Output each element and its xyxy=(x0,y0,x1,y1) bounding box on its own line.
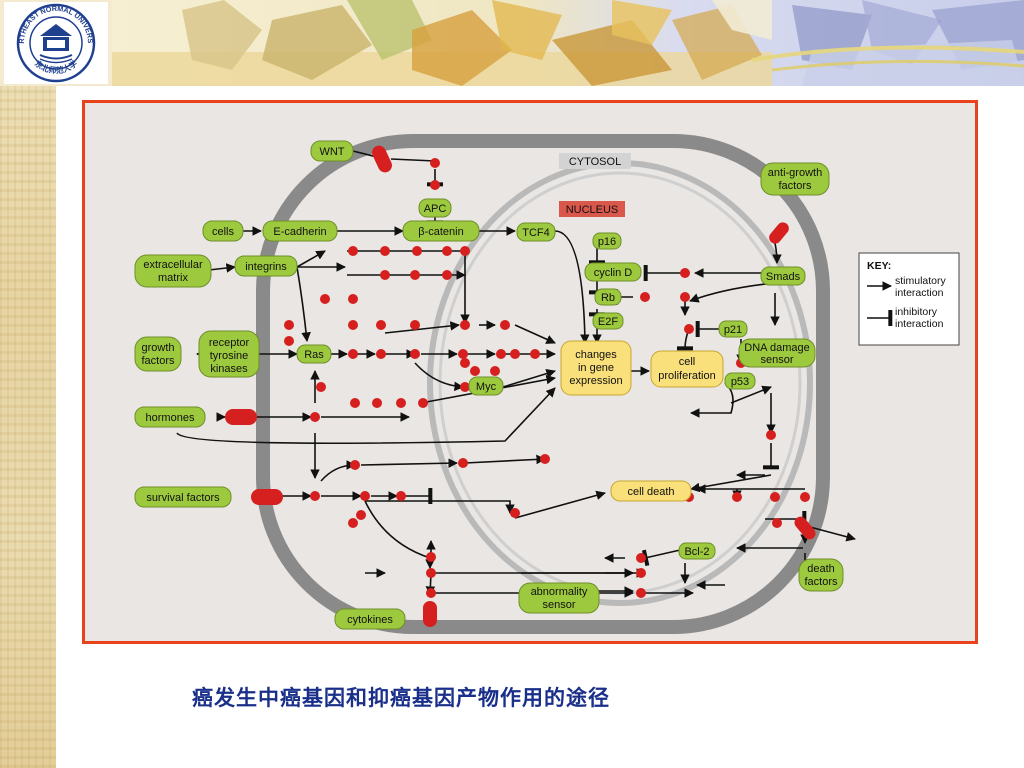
svg-text:abnormality: abnormality xyxy=(531,586,588,598)
svg-text:proliferation: proliferation xyxy=(658,370,715,382)
node-changes-in-gene-expression: changes in gene expression xyxy=(560,340,632,396)
key-legend: KEY: stimulatory interaction inhibitory … xyxy=(858,252,960,346)
node-growth-factors: growth factors xyxy=(134,336,182,372)
svg-text:expression: expression xyxy=(569,375,622,387)
key-title: KEY: xyxy=(867,260,891,272)
svg-text:TCF4: TCF4 xyxy=(522,227,550,239)
node-beta-catenin: β-catenin xyxy=(402,220,480,242)
nucleus-label: NUCLEUS xyxy=(566,204,619,216)
node-tcf4: TCF4 xyxy=(516,222,556,242)
pathway-edges xyxy=(176,150,856,612)
node-anti-growth-factors: anti-growth factors xyxy=(760,162,830,196)
svg-text:factors: factors xyxy=(778,180,812,192)
cytosol-label: CYTOSOL xyxy=(569,156,621,168)
svg-text:cell: cell xyxy=(679,356,696,368)
node-p16: p16 xyxy=(592,232,622,250)
cell-membrane xyxy=(256,134,830,634)
svg-text:death: death xyxy=(807,563,835,575)
svg-text:sensor: sensor xyxy=(542,599,575,611)
svg-text:DNA damage: DNA damage xyxy=(744,342,809,354)
svg-text:kinases: kinases xyxy=(210,363,248,375)
node-rb: Rb xyxy=(594,288,622,306)
svg-text:integrins: integrins xyxy=(245,261,287,273)
svg-text:p21: p21 xyxy=(724,324,742,336)
key-inhibitory-line2: interaction xyxy=(895,318,944,330)
slide-caption: 癌发生中癌基因和抑癌基因产物作用的途径 xyxy=(192,685,610,710)
svg-text:p16: p16 xyxy=(598,236,616,248)
svg-text:matrix: matrix xyxy=(158,272,188,284)
node-bcl2: Bcl-2 xyxy=(678,542,716,560)
svg-text:receptor: receptor xyxy=(209,337,250,349)
svg-text:东北师范大学: 东北师范大学 xyxy=(33,58,79,75)
node-p21: p21 xyxy=(718,320,748,338)
svg-text:hormones: hormones xyxy=(146,412,195,424)
key-stimulatory-line2: interaction xyxy=(895,287,944,299)
node-cytokines: cytokines xyxy=(334,608,406,630)
membrane-receptors xyxy=(225,145,816,627)
parchment-strip xyxy=(0,0,56,768)
svg-text:E2F: E2F xyxy=(598,316,618,328)
seal-emblem-icon xyxy=(39,24,73,64)
svg-text:in gene: in gene xyxy=(578,362,614,374)
node-receptor-tyrosine-kinases: receptor tyrosine kinases xyxy=(198,330,260,378)
node-cell-death: cell death xyxy=(610,480,692,502)
node-cells: cells xyxy=(202,220,244,242)
svg-text:Myc: Myc xyxy=(476,381,497,393)
node-e-cadherin: E-cadherin xyxy=(262,220,338,242)
node-p53: p53 xyxy=(724,372,756,390)
svg-text:extracellular: extracellular xyxy=(143,259,203,271)
svg-text:Smads: Smads xyxy=(766,271,801,283)
node-wnt: WNT xyxy=(310,140,354,162)
key-inhibitory-line1: inhibitory xyxy=(895,306,938,318)
svg-text:changes: changes xyxy=(575,349,617,361)
node-cyclin-d: cyclin D xyxy=(584,262,642,282)
svg-text:factors: factors xyxy=(804,576,838,588)
interaction-dots xyxy=(284,158,810,598)
node-e2f: E2F xyxy=(592,312,624,330)
node-hormones: hormones xyxy=(134,406,206,428)
node-integrins: integrins xyxy=(234,255,298,277)
node-dna-damage-sensor: DNA damage sensor xyxy=(738,338,816,368)
svg-text:Ras: Ras xyxy=(304,349,324,361)
svg-text:APC: APC xyxy=(424,203,447,215)
svg-text:cells: cells xyxy=(212,226,235,238)
svg-text:WNT: WNT xyxy=(319,146,344,158)
node-extracellular-matrix: extracellular matrix xyxy=(134,254,212,288)
pathway-diagram: CYTOSOL NUCLEUS xyxy=(82,100,978,644)
svg-text:growth: growth xyxy=(141,342,174,354)
svg-text:p53: p53 xyxy=(731,376,749,388)
svg-text:anti-growth: anti-growth xyxy=(768,167,822,179)
svg-text:factors: factors xyxy=(141,355,175,367)
svg-text:tyrosine: tyrosine xyxy=(210,350,249,362)
node-smads: Smads xyxy=(760,266,806,286)
svg-text:E-cadherin: E-cadherin xyxy=(273,226,326,238)
svg-text:β-catenin: β-catenin xyxy=(418,226,463,238)
node-cell-proliferation: cell proliferation xyxy=(650,350,724,388)
node-apc: APC xyxy=(418,198,452,218)
node-ras: Ras xyxy=(296,344,332,364)
svg-text:survival factors: survival factors xyxy=(146,492,220,504)
svg-text:cyclin D: cyclin D xyxy=(594,267,633,279)
key-stimulatory-line1: stimulatory xyxy=(895,275,947,287)
svg-text:Bcl-2: Bcl-2 xyxy=(684,546,709,558)
svg-text:cytokines: cytokines xyxy=(347,614,393,626)
node-survival-factors: survival factors xyxy=(134,486,232,508)
node-death-factors: death factors xyxy=(798,558,844,592)
svg-text:Rb: Rb xyxy=(601,292,615,304)
svg-text:sensor: sensor xyxy=(760,354,793,366)
node-myc: Myc xyxy=(468,376,504,396)
svg-text:cell death: cell death xyxy=(627,486,674,498)
header-banner: NORTHEAST NORMAL UNIVERSITY 东北师范大学 xyxy=(0,0,1024,86)
node-abnormality-sensor: abnormality sensor xyxy=(518,582,600,614)
logo-text-bottom: 东北师范大学 xyxy=(33,58,79,75)
university-logo: NORTHEAST NORMAL UNIVERSITY 东北师范大学 xyxy=(1,0,108,84)
leaf-art xyxy=(112,0,1024,86)
